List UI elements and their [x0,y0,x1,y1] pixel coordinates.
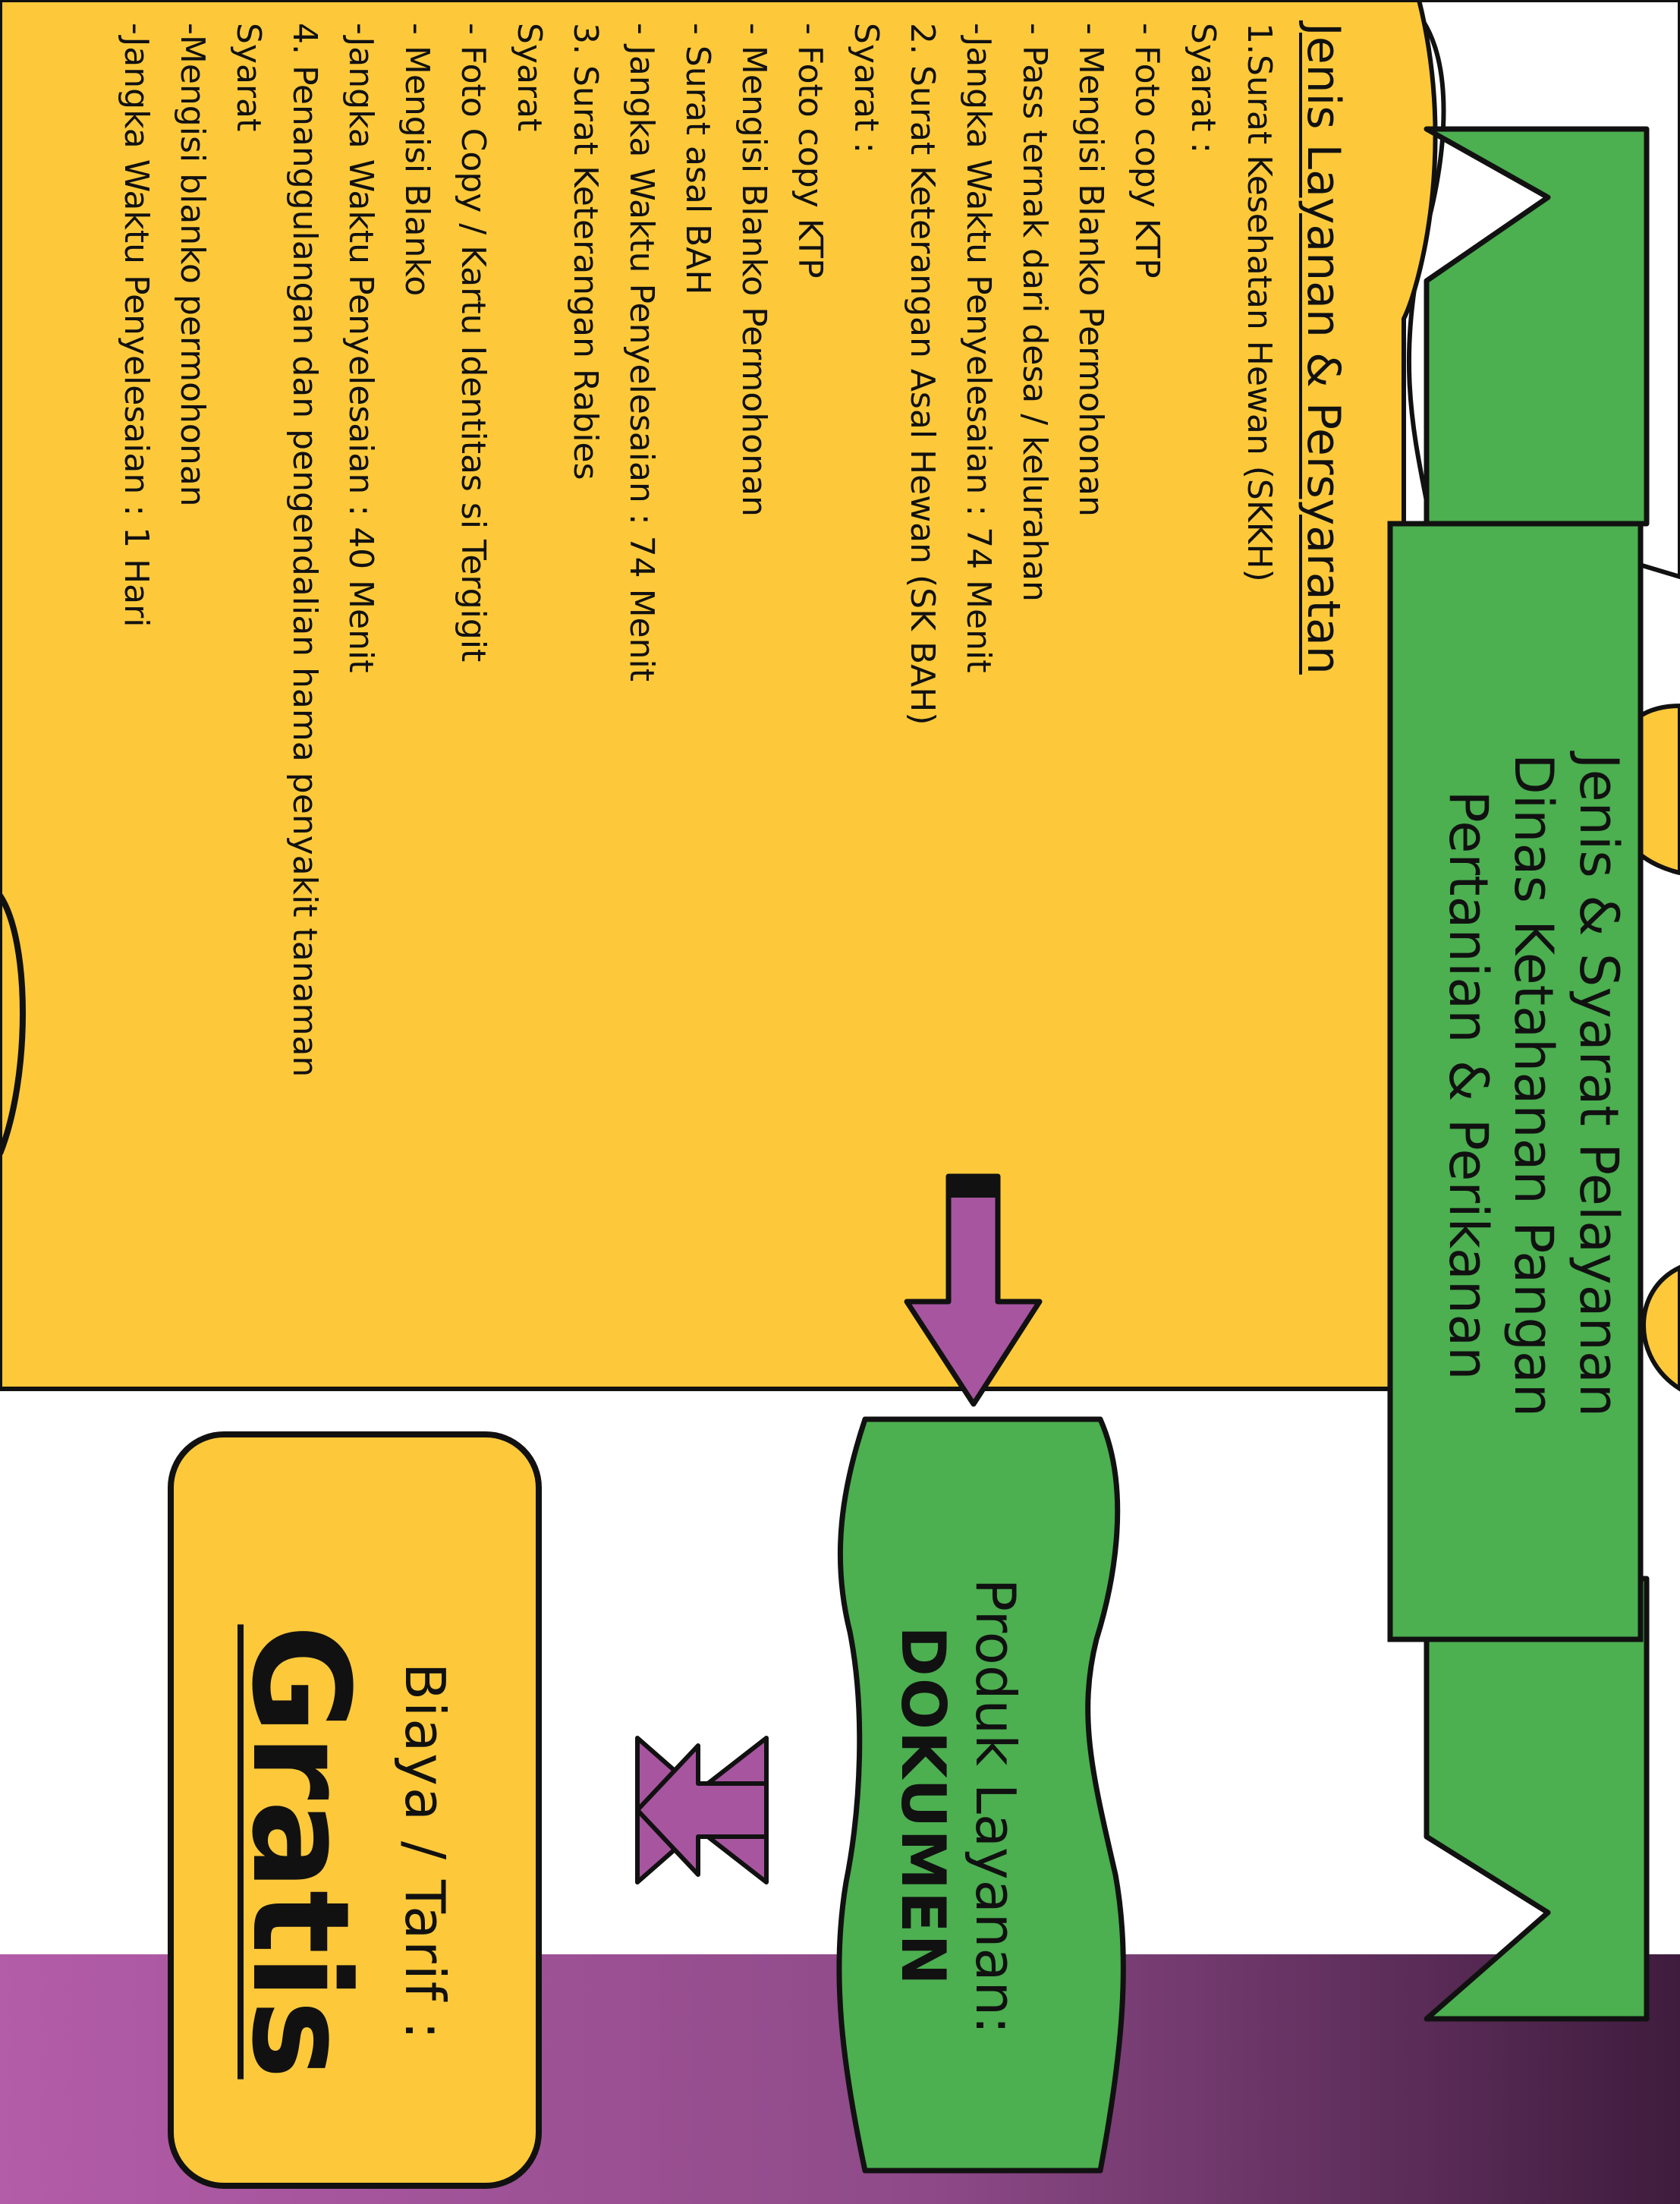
product-document-shape [836,1416,1126,2174]
yellow-main-panel [0,0,1438,1391]
green-banner-front [1387,521,1644,1642]
list-item: 1.Surat Kesehatan Hewan (SKKH) [1240,23,1279,582]
list-item: - Foto copy KTP [791,23,829,279]
fee-label: Biaya / Tarif : [393,1662,457,2042]
list-item: -Jangka Waktu Penyelesaian : 74 Menit [959,23,998,673]
left-arc [0,893,26,1155]
list-item: Syarat [229,23,268,132]
banner-title: Jenis & Syarat Pelayanan Dinas Ketahanan… [1436,524,1631,1647]
list-item: -Jangka Waktu Penyelesaian : 1 Hari [117,23,156,628]
list-item: Syarat : [1184,23,1222,154]
list-item: - Foto copy KTP [1128,23,1166,279]
list-item: -Jangka Waktu Penyelesaian : 40 Menit [341,23,380,673]
product-label: Produk Layanan: [964,1578,1027,2035]
list-item: 4. Penanggulangan dan pengendalian hama … [285,23,324,1078]
fee-text: Biaya / Tarif : Gratis [222,1563,486,2140]
double-arrow-shape [635,1743,769,1877]
requirements-list: Jenis Layanan & Persyaratan 1.Surat Kese… [17,23,1360,1359]
list-item: Syarat : [847,23,886,154]
fee-value: Gratis [222,1624,378,2080]
banner-title-line-3: Pertanian & Perikanan [1437,790,1499,1381]
list-item: - Mengisi Blanko [398,23,436,297]
product-text: Produk Layanan: DOKUMEN [886,1465,1032,2148]
list-item: - Surat asal BAH [678,23,717,295]
requirements-heading: Jenis Layanan & Persyaratan [1297,23,1350,675]
list-item: - Foto Copy / Kartu Identitas si Tergigi… [454,23,492,663]
banner-title-line-1: Jenis & Syarat Pelayanan [1568,753,1630,1418]
banner-title-line-2: Dinas Ketahanan Pangan [1502,753,1565,1418]
fee-box [168,1431,542,2189]
list-item: -Mengisi blanko permohonan [173,23,212,507]
list-item: Syarat [510,23,549,132]
list-item: - Mengisi Blanko Permohonan [1071,23,1110,517]
list-item: - Mengisi Blanko Permohonan [735,23,773,517]
list-item: 2. Surat Keterangan Asal Hewan (SK BAH) [903,23,942,726]
list-item: - Jangka Waktu Penyelesaian : 74 Menit [622,23,661,682]
list-item: - Pass ternak dari desa / kelurahan [1015,23,1054,602]
yellow-bump-lower [1641,1264,1680,1392]
product-value: DOKUMEN [888,1626,958,1987]
list-item: 3. Surat Keterangan Rabies [566,23,605,480]
